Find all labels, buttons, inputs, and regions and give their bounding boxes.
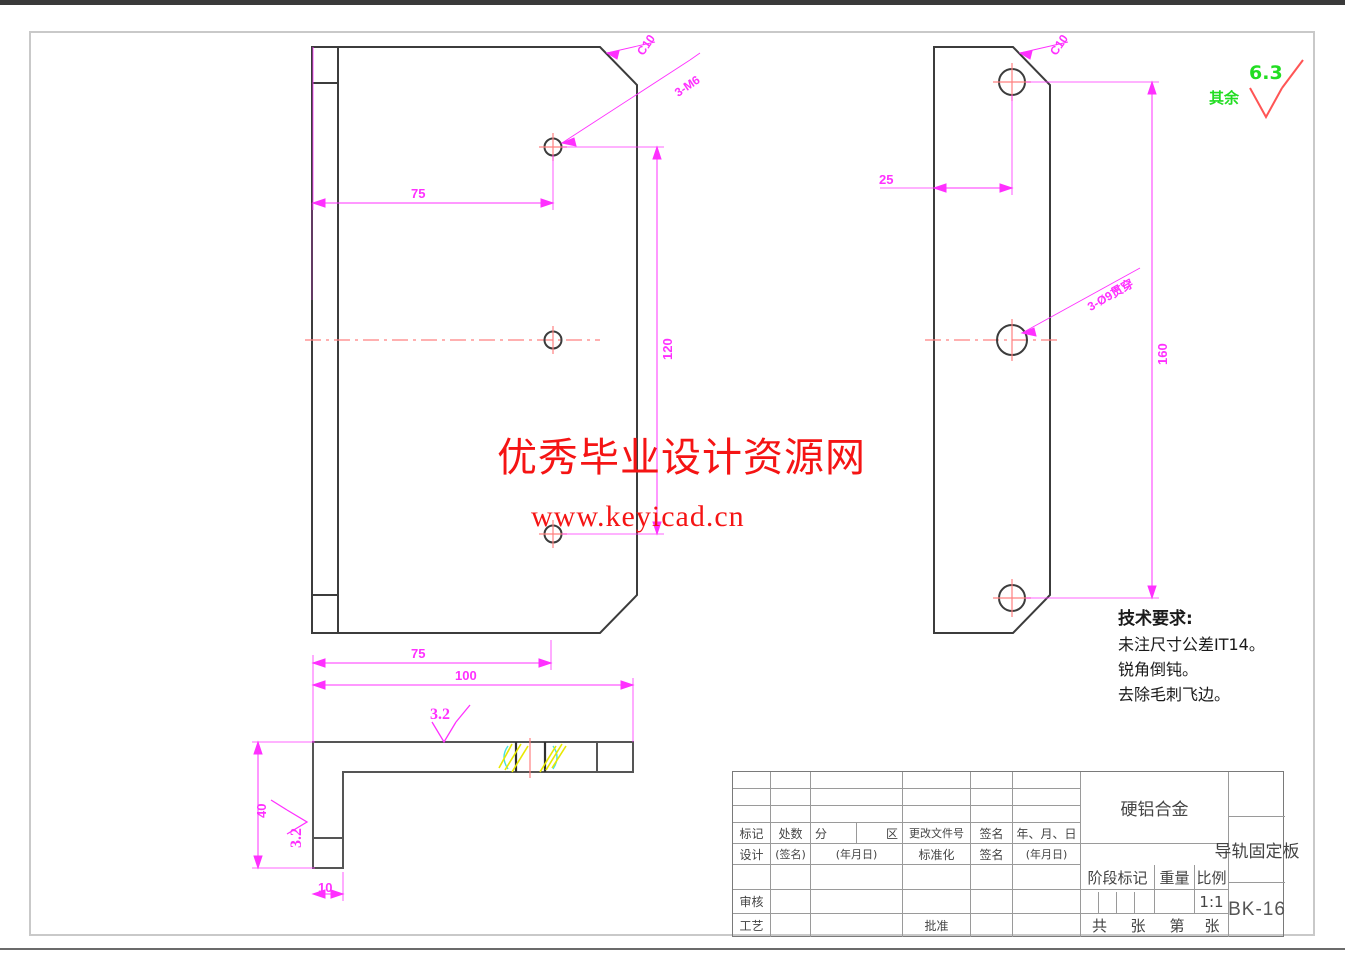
drawing-frame-border (29, 31, 1315, 936)
front-view-dimension-lines (311, 41, 701, 536)
tb-weight-label: 重量 (1155, 865, 1195, 890)
tech-req-line-1: 未注尺寸公差IT14。 (1118, 635, 1265, 654)
front-dim-120: 120 (660, 338, 675, 360)
general-roughness-symbol (1249, 59, 1304, 120)
tb-blank-r7c5 (971, 890, 1013, 914)
tb-blank-r6c6 (1013, 865, 1081, 890)
tb-stage-tick-2 (1116, 892, 1117, 913)
section-roughness-top: 3.2 (430, 706, 450, 723)
tb-row-sheji: 设计 (733, 844, 771, 865)
tb-row-qianming1: (签名) (771, 844, 811, 865)
tb-middle-spacer (1081, 844, 1229, 865)
section-roughness-left: 3.2 (288, 828, 305, 848)
tb-head-nianyueri: 年、月、日 (1013, 823, 1081, 844)
section-dim-40: 40 (254, 803, 269, 818)
tb-head-fen: 分 (811, 823, 857, 844)
tb-blank-r2c2 (771, 789, 811, 806)
tb-right-blank (1229, 772, 1285, 817)
tb-head-qu: 区 (857, 823, 903, 844)
tb-head-qianming: 签名 (971, 823, 1013, 844)
tb-row-biaozhunhua: 标准化 (903, 844, 971, 865)
tb-blank-r3c5 (971, 806, 1013, 823)
tb-stage-label: 阶段标记 (1081, 865, 1155, 890)
tb-scale-label: 比例 (1195, 865, 1229, 890)
front-dim-75: 75 (411, 186, 426, 201)
watermark-url: www.keyicad.cn (531, 500, 745, 533)
tb-blank-r2c3 (811, 789, 903, 806)
tb-blank-r1c6 (1013, 772, 1081, 789)
tb-blank-r1c5 (971, 772, 1013, 789)
general-roughness-label: 其余 (1209, 89, 1240, 107)
tb-sheet-total-label: 共 (1091, 917, 1107, 935)
section-view-dimension-lines (252, 640, 635, 901)
tb-blank-r8c6 (1013, 914, 1081, 937)
section-hatch (498, 738, 567, 778)
technical-requirements: 技术要求: 未注尺寸公差IT14。 锐角倒钝。 去除毛刺飞边。 (1118, 607, 1265, 707)
tb-row-shenhe: 审核 (733, 890, 771, 914)
tb-blank-r7c4 (903, 890, 971, 914)
tb-blank-r7c6 (1013, 890, 1081, 914)
tb-blank-r6c2 (771, 865, 811, 890)
tb-blank-r6c5 (971, 865, 1013, 890)
tb-blank-r2c5 (971, 789, 1013, 806)
tb-material: 硬铝合金 (1081, 772, 1229, 844)
tech-req-heading: 技术要求: (1118, 609, 1193, 629)
tb-blank-r1c3 (811, 772, 903, 789)
tb-blank-r3c2 (771, 806, 811, 823)
tb-blank-r3c1 (733, 806, 771, 823)
tb-row-qianming2: 签名 (971, 844, 1013, 865)
side-dim-25: 25 (879, 172, 894, 187)
section-view-outline (312, 741, 634, 869)
tb-part-name: 导轨固定板 (1215, 817, 1300, 883)
tb-head-gengaiwenjianhao: 更改文件号 (903, 823, 971, 844)
tb-blank-r2c4 (903, 789, 971, 806)
tb-blank-r6c3 (811, 865, 903, 890)
title-block: 标记 处数 分 区 更改文件号 签名 年、月、日 设计 (签名) (年月日) 标… (732, 771, 1300, 937)
tb-sheet-index-unit: 张 (1196, 914, 1229, 937)
tb-blank-r1c2 (771, 772, 811, 789)
tb-blank-r3c6 (1013, 806, 1081, 823)
tb-stage-tick-1 (1098, 892, 1099, 913)
side-view-dimension-lines (880, 41, 1159, 600)
tb-blank-r2c6 (1013, 789, 1081, 806)
tb-row-nianyueri1: (年月日) (811, 844, 903, 865)
tech-req-line-2: 锐角倒钝。 (1118, 660, 1199, 679)
tb-blank-r7c3 (811, 890, 903, 914)
side-view-outline (933, 46, 1051, 634)
section-dim-100: 100 (455, 668, 477, 683)
tech-req-line-3: 去除毛刺飞边。 (1118, 685, 1231, 704)
tb-blank-r6c1 (733, 865, 771, 890)
tb-blank-r3c3 (811, 806, 903, 823)
general-roughness-value: 6.3 (1249, 62, 1283, 84)
tb-scale-value: 1:1 (1195, 890, 1229, 914)
tb-blank-r8c5 (971, 914, 1013, 937)
tb-head-biaoji: 标记 (733, 823, 771, 844)
tb-weight-value (1155, 890, 1195, 914)
tb-part-code: BK-16 (1228, 899, 1286, 920)
section-dim-10: 10 (318, 880, 333, 895)
tb-blank-r1c1 (733, 772, 771, 789)
tb-blank-r2c1 (733, 789, 771, 806)
section-dim-75: 75 (411, 646, 426, 661)
tb-row-nianyueri2: (年月日) (1013, 844, 1081, 865)
tb-blank-r3c4 (903, 806, 971, 823)
side-view-holes (993, 63, 1031, 617)
top-edge-bar (0, 0, 1345, 5)
tb-blank-r8c3 (811, 914, 903, 937)
tb-row-pizhun: 批准 (903, 914, 971, 937)
tb-stage-tick-3 (1134, 892, 1135, 913)
tb-blank-r8c2 (771, 914, 811, 937)
watermark-chinese: 优秀毕业设计资源网 (497, 435, 866, 481)
tb-blank-r6c4 (903, 865, 971, 890)
tb-blank-r1c4 (903, 772, 971, 789)
tb-head-chushu: 处数 (771, 823, 811, 844)
tb-blank-r7c2 (771, 890, 811, 914)
tb-sheet-total-unit: 张 (1130, 917, 1146, 935)
bottom-edge-bar (0, 948, 1345, 956)
tb-row-gongyi: 工艺 (733, 914, 771, 937)
tb-sheet-index-label: 第 (1169, 917, 1185, 935)
side-dim-160: 160 (1155, 343, 1170, 365)
tb-stage-marks (1081, 890, 1155, 914)
